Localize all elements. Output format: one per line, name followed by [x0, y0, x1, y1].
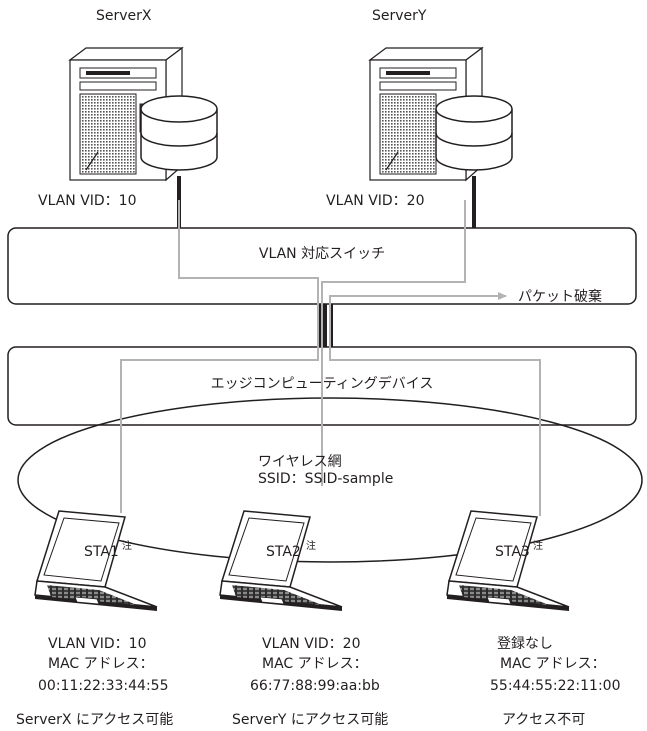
station-sta1: STA1 注 VLAN VID：10 MAC アドレス： 00:11:22:33… [16, 510, 173, 728]
sta2-note: 注 [306, 539, 316, 552]
sta1-mac-label: MAC アドレス： [48, 656, 154, 672]
wireless-ssid: SSID：SSID-sample [258, 471, 393, 487]
sta2-name: STA2 [266, 544, 301, 560]
server-y-name: ServerY [372, 8, 427, 24]
sta3-mac-label: MAC アドレス： [500, 656, 606, 672]
discard-label: パケット破棄 [518, 289, 602, 305]
database-icon [435, 95, 513, 171]
sta2-access: ServerY にアクセス可能 [232, 712, 388, 728]
sta3-access: アクセス不可 [502, 712, 585, 728]
sta1-access: ServerX にアクセス可能 [16, 712, 173, 728]
sta2-mac-label: MAC アドレス： [262, 656, 368, 672]
laptop-icon [34, 510, 158, 612]
server-x-name: ServerX [96, 8, 152, 24]
packet-paths [120, 200, 541, 516]
wireless-label-group: ワイヤレス網 SSID：SSID-sample [258, 454, 393, 487]
sta1-mac: 00:11:22:33:44:55 [38, 678, 168, 694]
laptop-icon [446, 510, 570, 612]
sta3-registration: 登録なし [497, 636, 553, 652]
wireless-network-ellipse [17, 397, 643, 563]
switch-label: VLAN 対応スイッチ [259, 246, 385, 262]
wireless-name: ワイヤレス網 [258, 454, 342, 470]
sta3-name: STA3 [495, 544, 530, 560]
sta1-name: STA1 [84, 544, 119, 560]
sta2-mac: 66:77:88:99:aa:bb [250, 678, 380, 694]
sta1-vlan: VLAN VID：10 [48, 636, 147, 652]
server-x-vlan: VLAN VID：10 [38, 193, 137, 209]
station-sta3: STA3 注 登録なし MAC アドレス： 55:44:55:22:11:00 … [446, 510, 620, 728]
server-y: ServerY VLAN VID：20 [326, 8, 513, 209]
sta3-mac: 55:44:55:22:11:00 [490, 678, 620, 694]
station-sta2: STA2 注 VLAN VID：20 MAC アドレス： 66:77:88:99… [219, 510, 388, 728]
sta1-note: 注 [122, 539, 132, 552]
server-x: ServerX VLAN VID：10 [38, 8, 218, 209]
sta3-note: 注 [533, 539, 543, 552]
laptop-icon [219, 510, 343, 612]
server-y-vlan: VLAN VID：20 [326, 193, 425, 209]
sta2-vlan: VLAN VID：20 [262, 636, 361, 652]
database-icon [140, 95, 218, 171]
